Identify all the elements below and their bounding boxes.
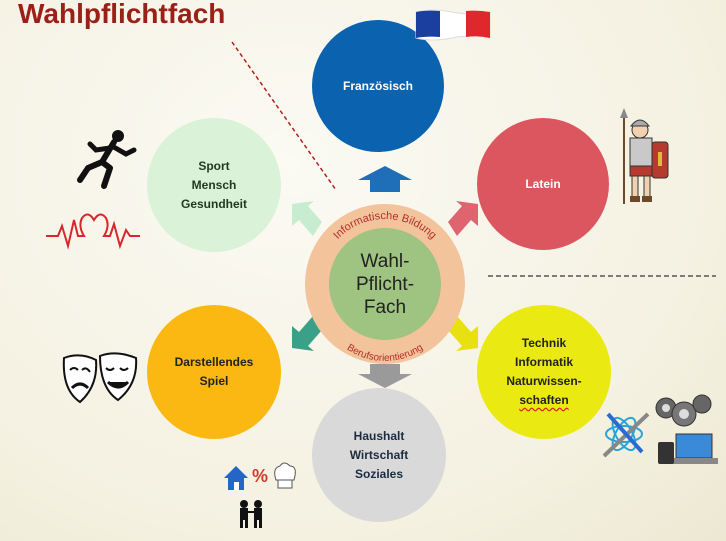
bubble-darstellendes-spiel: Darstellendes Spiel bbox=[147, 305, 281, 439]
svg-text:Berufsorientierung: Berufsorientierung bbox=[345, 342, 425, 364]
bubble-sport: Sport Mensch Gesundheit bbox=[147, 118, 281, 252]
bubble-label: Haushalt bbox=[353, 428, 405, 443]
bubble-latein: Latein bbox=[477, 118, 609, 250]
bubble-label: Soziales bbox=[354, 466, 404, 481]
bubble-label: Wirtschaft bbox=[349, 447, 409, 462]
theater-masks-icon bbox=[62, 352, 138, 404]
arrow-down bbox=[358, 364, 412, 388]
bubble-label: Spiel bbox=[199, 374, 229, 388]
bubble-label: Gesundheit bbox=[180, 196, 247, 211]
center-line-3: Fach bbox=[363, 296, 407, 318]
bubble-franzoesisch: Französisch bbox=[312, 20, 444, 152]
center-line-2: Pflicht- bbox=[355, 273, 415, 295]
runner-icon bbox=[77, 130, 137, 189]
bubble-label: Darstellendes bbox=[174, 355, 254, 369]
center-line-1: Wahl- bbox=[360, 250, 410, 272]
center-core: Wahl- Pflicht- Fach bbox=[329, 228, 441, 340]
french-flag-icon bbox=[415, 9, 491, 41]
bubble-label: Latein bbox=[525, 176, 561, 191]
technology-icon bbox=[602, 394, 718, 464]
arc-bottom-label: Berufsorientierung bbox=[345, 342, 425, 364]
roman-soldier-icon bbox=[620, 108, 669, 204]
bubble-label: Informatik bbox=[514, 355, 573, 369]
household-icon: % bbox=[224, 462, 296, 528]
bubble-label: Sport bbox=[198, 158, 230, 173]
bubble-technik: Technik Informatik Naturwissen- schaften bbox=[477, 305, 611, 439]
bubble-label: Französisch bbox=[342, 78, 414, 93]
percent-sign: % bbox=[252, 466, 268, 486]
bubble-label: schaften bbox=[519, 393, 569, 407]
arrow-up bbox=[358, 166, 412, 192]
bubble-haushalt: Haushalt Wirtschaft Soziales bbox=[312, 388, 446, 522]
heartbeat-icon bbox=[46, 213, 140, 250]
page-title: Wahlpflichtfach bbox=[18, 0, 226, 29]
bubble-label: Mensch bbox=[191, 177, 237, 192]
bubble-label: Technik bbox=[521, 336, 567, 350]
bubble-label: Naturwissen- bbox=[506, 374, 582, 388]
